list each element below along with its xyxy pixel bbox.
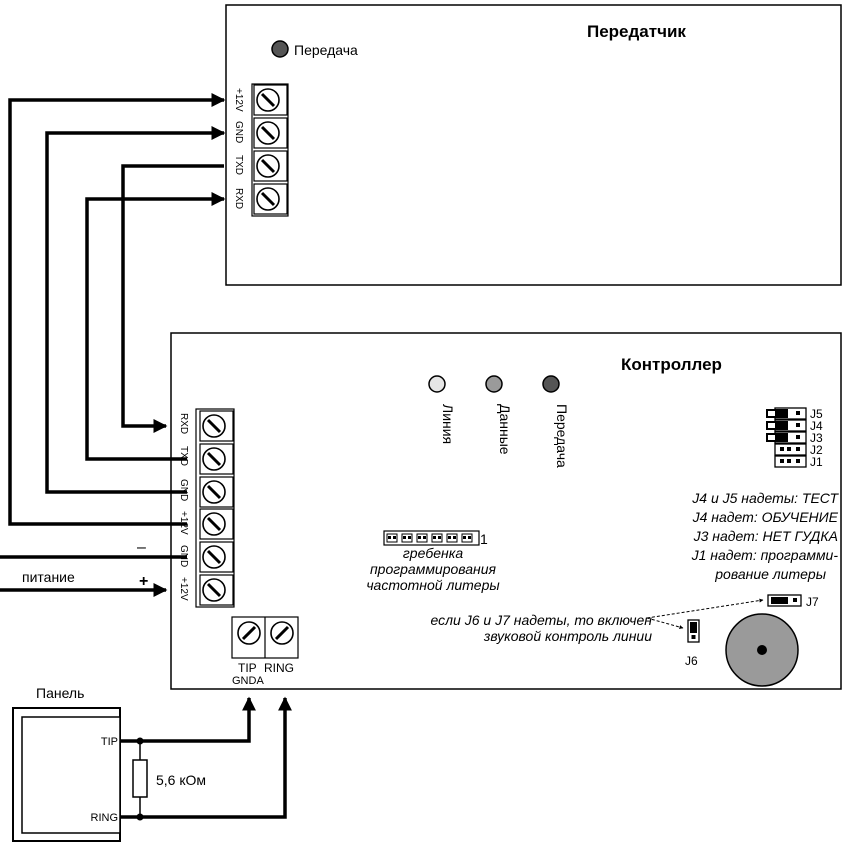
- panel-tip-label: TIP: [101, 736, 118, 748]
- resistor: [132, 741, 148, 817]
- jumper-label-j4: J4: [810, 419, 823, 433]
- controller-screw-4: [198, 507, 235, 541]
- transmitter-screw-1: [252, 83, 289, 117]
- transmitter-led-icon: [271, 40, 289, 58]
- transmitter-terminal-label-gnd: GND: [233, 121, 244, 143]
- jumper-j7: [767, 594, 802, 607]
- controller-title: Контроллер: [621, 355, 722, 374]
- panel-ring-label: RING: [91, 812, 119, 824]
- audio-note-arrow-j6: [646, 617, 684, 629]
- jumper-note-1: J4 и J5 надеты: ТЕСТ: [691, 490, 839, 506]
- phone-terminal-ring-label: RING: [264, 661, 294, 675]
- controller-terminal-label-gnd: GND: [178, 479, 189, 501]
- jumper-label-j5: J5: [810, 407, 823, 421]
- phone-terminal-gnda-label: GNDA: [232, 675, 264, 687]
- transmitter-screw-2: [252, 116, 289, 150]
- comb-caption-1: гребенка: [403, 545, 463, 561]
- led-line-icon: [428, 375, 446, 393]
- transmitter-terminal-label-12v: +12V: [233, 88, 244, 112]
- transmitter-led-label: Передача: [294, 42, 358, 58]
- controller-screw-6: [198, 573, 235, 607]
- wire-txd-rxd: [121, 164, 224, 433]
- wire-rxd-txd: [85, 192, 226, 461]
- transmitter-terminal-label-rxd: RXD: [233, 188, 244, 209]
- wire-gnd: [45, 126, 226, 494]
- wire-12v: [8, 93, 226, 526]
- transmitter-title: Передатчик: [587, 22, 686, 41]
- jumper-label-j1: J1: [810, 455, 823, 469]
- comb-caption-2: программирования: [370, 561, 497, 577]
- audio-note-arrow-j7: [646, 598, 764, 619]
- power-label: питание: [22, 569, 75, 585]
- resistor-label: 5,6 кОм: [156, 772, 206, 788]
- transmitter-terminal-label-txd: TXD: [233, 155, 244, 175]
- transmitter-screw-4: [252, 182, 289, 216]
- wire-ring: [120, 696, 292, 819]
- controller-screw-3: [198, 475, 235, 509]
- jumper-note-4: J1 надет: программи-: [691, 547, 839, 563]
- jumper-note-3: J3 надет: НЕТ ГУДКА: [693, 528, 838, 544]
- led-line-label: Линия: [440, 404, 456, 444]
- jumper-note-5: рование литеры: [714, 566, 826, 582]
- jumper-j6: [687, 619, 700, 643]
- audio-note-2: звуковой контроль линии: [483, 628, 652, 644]
- led-transmit-label: Передача: [554, 404, 570, 468]
- wire-tip: [120, 696, 256, 743]
- controller-screw-1: [198, 409, 235, 443]
- panel-title: Панель: [36, 685, 84, 701]
- programming-comb: [383, 530, 480, 546]
- led-data-icon: [485, 375, 503, 393]
- panel-box-inner: [21, 716, 121, 834]
- comb-caption-3: частотной литеры: [366, 577, 500, 593]
- jumper-label-j2: J2: [810, 443, 823, 457]
- led-data-label: Данные: [497, 404, 513, 455]
- comb-pin-label: 1: [480, 531, 488, 547]
- phone-terminal-tip-label: TIP: [238, 661, 257, 675]
- jumper-label-j3: J3: [810, 431, 823, 445]
- jumper-note-2: J4 надет: ОБУЧЕНИЕ: [692, 509, 839, 525]
- controller-screw-2: [198, 442, 235, 476]
- audio-note-1: если J6 и J7 надеты, то включен: [431, 612, 653, 628]
- signal-wires: [0, 93, 292, 819]
- controller-terminal-label-txd: TXD: [178, 446, 189, 466]
- power-minus-sign: –: [137, 539, 146, 556]
- controller-screw-5: [198, 540, 235, 574]
- controller-terminal-block: [195, 408, 235, 608]
- jumper-block: [766, 407, 807, 468]
- jumper-j6-label: J6: [685, 654, 698, 668]
- controller-terminal-label-12v2: +12V: [178, 577, 189, 601]
- jumper-j7-label: J7: [806, 595, 819, 609]
- controller-terminal-label-rxd: RXD: [178, 413, 189, 434]
- transmitter-screw-3: [252, 149, 289, 183]
- power-plus-sign: +: [139, 573, 148, 590]
- led-transmit-icon: [542, 375, 560, 393]
- transmitter-box: [225, 4, 842, 286]
